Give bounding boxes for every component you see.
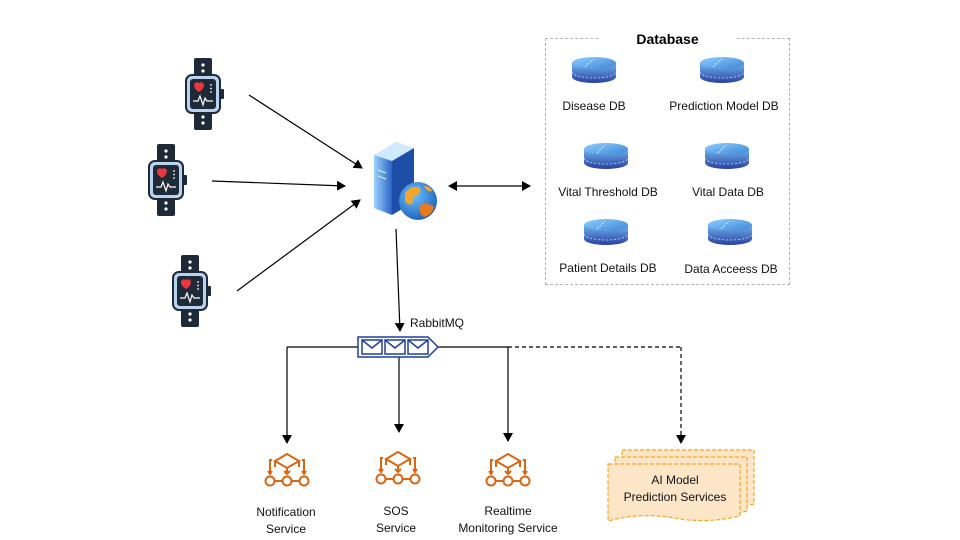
db-label-vital-threshold: Vital Threshold DB xyxy=(558,185,658,199)
data-flow-arrow xyxy=(236,199,361,292)
sos-service-label: SOS Service xyxy=(331,503,461,537)
ai-label-line: AI Model xyxy=(651,473,699,487)
ai-service-stack xyxy=(607,449,755,522)
notification-service-icon xyxy=(264,453,310,487)
smartwatch-icon xyxy=(172,254,212,328)
db-label-patient-details: Patient Details DB xyxy=(559,261,657,275)
ai-label-line: Prediction Services xyxy=(623,490,727,504)
data-flow-arrow xyxy=(248,94,363,169)
service-label-line: Notification xyxy=(256,505,316,519)
db-label-vital-data: Vital Data DB xyxy=(692,185,764,199)
sos-service-icon xyxy=(375,451,421,485)
realtime-service-icon xyxy=(485,453,531,487)
queue-label: RabbitMQ xyxy=(410,316,465,330)
database-group xyxy=(545,38,790,285)
notification-service-label: Notification Service xyxy=(221,504,351,538)
db-label-data-access: Data Acceess DB xyxy=(684,262,778,276)
service-label-line: Service xyxy=(265,522,306,536)
database-title: Database xyxy=(600,31,735,48)
globe-icon xyxy=(399,182,437,220)
service-label-line: Realtime xyxy=(484,504,532,518)
service-label-line: Monitoring Service xyxy=(458,521,558,535)
service-label-line: SOS xyxy=(383,504,409,518)
smartwatch-icon xyxy=(185,57,225,131)
ai-service-label: AI Model Prediction Services xyxy=(610,472,740,506)
queue-arrow xyxy=(394,228,405,332)
smartwatch-icon xyxy=(148,143,188,217)
service-label-line: Service xyxy=(375,521,416,535)
db-label-prediction-model: Prediction Model DB xyxy=(669,99,779,113)
data-flow-arrow xyxy=(211,180,346,191)
message-queue-icon xyxy=(357,336,440,358)
realtime-service-label: Realtime Monitoring Service xyxy=(443,503,573,537)
db-label-disease: Disease DB xyxy=(562,99,626,113)
